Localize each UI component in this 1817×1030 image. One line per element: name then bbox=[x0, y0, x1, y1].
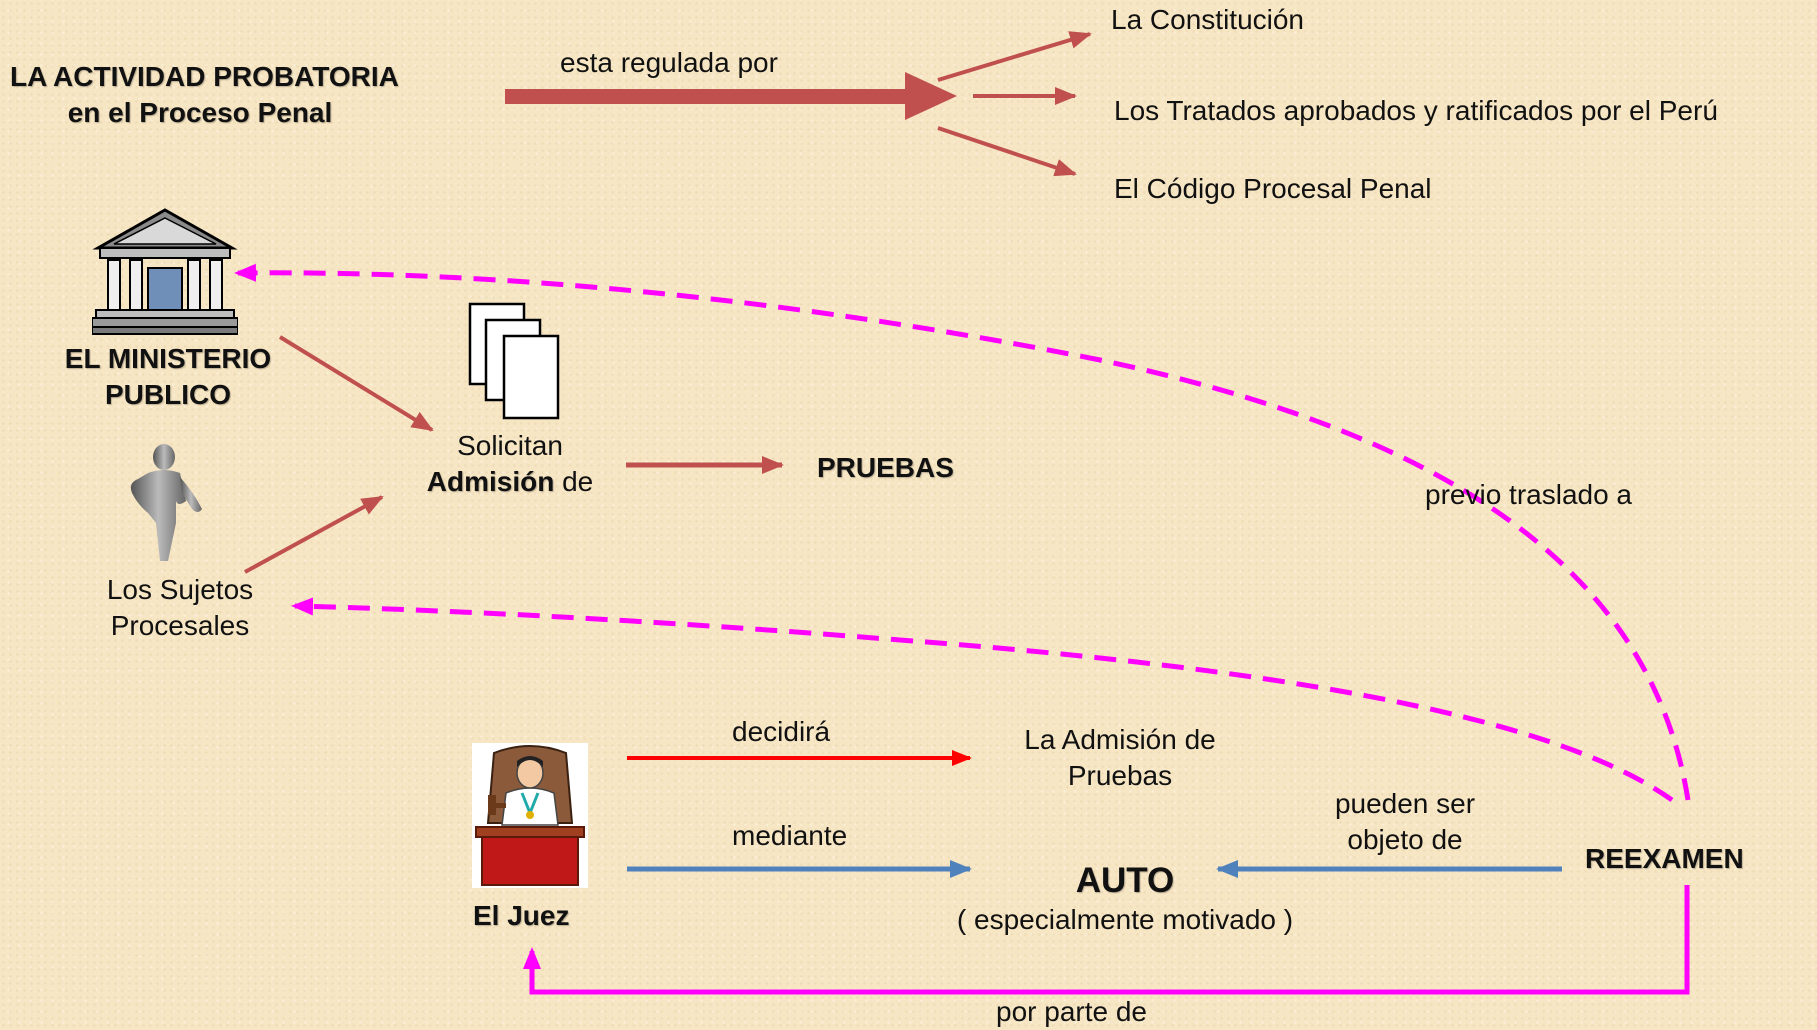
regulated-by-label: esta regulada por bbox=[560, 47, 778, 78]
mediante-label: mediante bbox=[732, 820, 848, 851]
decidira-label: decidirá bbox=[732, 716, 831, 747]
title-line2: en el Proceso Penal bbox=[67, 97, 333, 128]
title-line1: LA ACTIVIDAD PROBATORIA bbox=[10, 61, 399, 92]
auto-label: AUTO ( especialmente motivado ) bbox=[930, 860, 1320, 938]
solicitan-label: Solicitan Admisión de bbox=[405, 428, 615, 500]
source-code: El Código Procesal Penal bbox=[1114, 173, 1432, 204]
sujetos-line2: Procesales bbox=[110, 610, 250, 641]
sujetos-line1: Los Sujetos bbox=[106, 574, 254, 605]
admision-pruebas-line2: Pruebas bbox=[1067, 760, 1173, 791]
solicitan-line2: Admisión de bbox=[405, 464, 615, 500]
pueden-ser-line2: objeto de bbox=[1347, 824, 1463, 855]
admision-pruebas-line1: La Admisión de bbox=[1024, 724, 1216, 755]
ministerio-line1: EL MINISTERIO bbox=[64, 343, 272, 374]
sujetos-label: Los Sujetos Procesales bbox=[80, 572, 280, 644]
regulated-by-arrow bbox=[505, 72, 957, 120]
juez-label: El Juez bbox=[473, 900, 570, 931]
arrow-por-parte-de bbox=[523, 885, 1690, 995]
arrow-sujetos-to-solicitan bbox=[244, 495, 384, 574]
title: LA ACTIVIDAD PROBATORIA en el Proceso Pe… bbox=[10, 59, 399, 131]
reexamen-label: REEXAMEN bbox=[1585, 843, 1744, 874]
admision-word: Admisión bbox=[426, 466, 555, 497]
courthouse-icon bbox=[92, 208, 238, 335]
pruebas-label: PRUEBAS bbox=[817, 452, 954, 483]
solicitan-line1: Solicitan bbox=[457, 430, 563, 461]
arrow-to-constitution bbox=[937, 31, 1092, 82]
judge-icon bbox=[472, 743, 588, 888]
dashed-arrow-to-ministerio bbox=[234, 263, 1691, 801]
dashed-arrow-to-sujetos bbox=[291, 597, 1674, 803]
de-word: de bbox=[562, 466, 594, 497]
pueden-ser-label: pueden ser objeto de bbox=[1300, 786, 1510, 858]
documents-icon bbox=[468, 302, 560, 420]
pueden-ser-line1: pueden ser bbox=[1334, 788, 1476, 819]
por-parte-de-label: por parte de bbox=[996, 996, 1147, 1027]
auto-title: AUTO bbox=[1075, 861, 1175, 900]
person-icon bbox=[130, 444, 202, 561]
arrow-ministerio-to-solicitan bbox=[278, 335, 434, 432]
source-treaties: Los Tratados aprobados y ratificados por… bbox=[1114, 95, 1718, 126]
previo-traslado-label: previo traslado a bbox=[1425, 479, 1633, 510]
arrow-to-code bbox=[937, 126, 1077, 177]
source-constitution: La Constitución bbox=[1111, 4, 1305, 35]
auto-subtitle: ( especialmente motivado ) bbox=[956, 904, 1294, 935]
ministerio-line2: PUBLICO bbox=[105, 379, 231, 410]
admision-pruebas-label: La Admisión de Pruebas bbox=[1000, 722, 1240, 794]
ministerio-label: EL MINISTERIO PUBLICO bbox=[50, 341, 286, 413]
